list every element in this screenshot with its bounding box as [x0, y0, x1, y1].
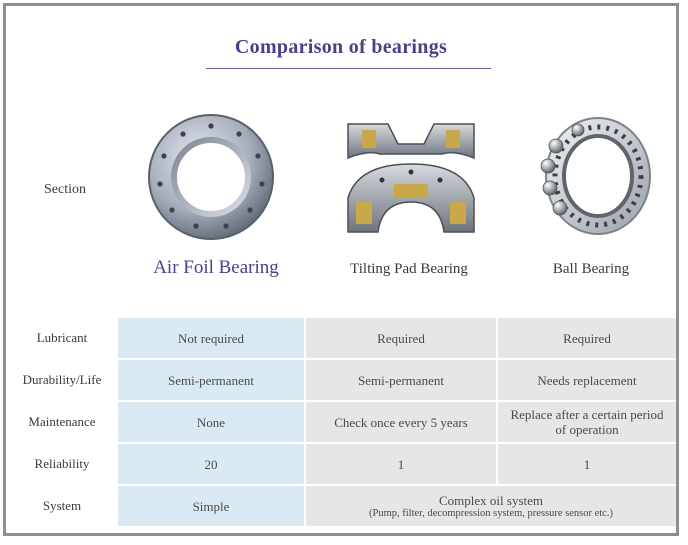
- ball-bearing-cell: Needs replacement: [498, 360, 676, 400]
- oil-system-merged-cell: Complex oil system (Pump, filter, decomp…: [306, 486, 676, 526]
- oil-system-text: Complex oil system: [439, 492, 543, 508]
- table-row-reliability: Reliability 20 1 1: [6, 444, 676, 484]
- ball-bearing-cell: Required: [498, 318, 676, 358]
- air-foil-cell: Semi-permanent: [118, 360, 304, 400]
- tilting-pad-cell: Required: [306, 318, 496, 358]
- table-row-system: System Simple Complex oil system (Pump, …: [6, 486, 676, 526]
- air-foil-cell: Not required: [118, 318, 304, 358]
- tilting-pad-cell: Semi-permanent: [306, 360, 496, 400]
- row-label: Lubricant: [36, 330, 88, 345]
- air-foil-cell: Simple: [118, 486, 304, 526]
- tilting-pad-cell: 1: [306, 444, 496, 484]
- section-row-label: Section: [44, 182, 86, 197]
- air-foil-bearing-name: Air Foil Bearing: [153, 257, 279, 278]
- air-foil-cell: None: [118, 402, 304, 442]
- tilting-pad-bearing-image: [347, 123, 475, 233]
- row-label: Maintenance: [28, 414, 96, 429]
- table-row-durability: Durability/Life Semi-permanent Semi-perm…: [6, 360, 676, 400]
- row-label: Reliability: [34, 456, 90, 471]
- table-row-maintenance: Maintenance None Check once every 5 year…: [6, 402, 676, 442]
- row-label: Durability/Life: [22, 372, 102, 387]
- row-label: System: [42, 498, 82, 513]
- ball-bearing-cell: 1: [498, 444, 676, 484]
- ball-bearing-name: Ball Bearing: [552, 261, 630, 277]
- comparison-panel: Comparison of bearings Section: [3, 3, 679, 536]
- ball-bearing-cell: Replace after a certain period of operat…: [498, 402, 676, 442]
- ball-bearing-image: [540, 117, 651, 235]
- tilting-pad-bearing-name: Tilting Pad Bearing: [350, 261, 468, 277]
- title-underline: [206, 68, 491, 69]
- table-row-lubricant: Lubricant Not required Required Required: [6, 318, 676, 358]
- air-foil-cell: 20: [118, 444, 304, 484]
- air-foil-bearing-image: [148, 114, 274, 240]
- oil-system-components: (Pump, filter, decompression system, pre…: [369, 507, 613, 519]
- tilting-pad-cell: Check once every 5 years: [306, 402, 496, 442]
- page-title: Comparison of bearings: [234, 36, 448, 58]
